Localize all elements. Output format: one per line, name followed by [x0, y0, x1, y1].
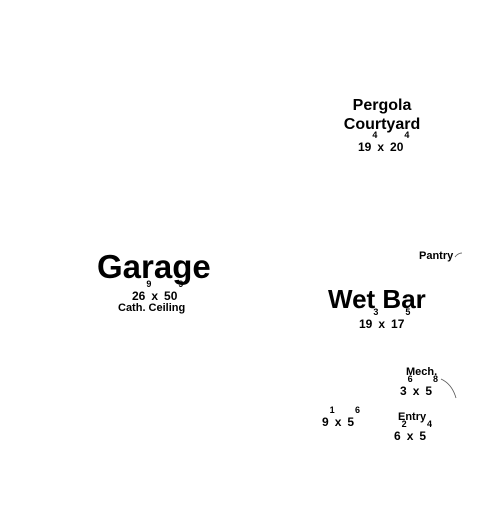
entry-length-fraction: 4 [427, 419, 433, 429]
unnamed-room-separator: x [334, 415, 342, 429]
entry-width: 6 [394, 429, 401, 443]
room-label-wet-bar: Wet Bar [328, 284, 426, 314]
mech-separator: x [412, 384, 420, 398]
room-label-pergola: Pergola Courtyard [330, 98, 434, 133]
entry-width-fraction: 2 [401, 419, 407, 429]
pantry-door-arc [454, 252, 463, 258]
mech-door-arc [440, 378, 457, 399]
room-label-entry: Entry [398, 411, 427, 423]
garage-note: Cath. Ceiling [118, 302, 186, 314]
garage-width: 26 [132, 289, 146, 303]
mech-length: 5 [425, 384, 433, 398]
unnamed-room-width-fraction: 1 [329, 405, 335, 415]
wet-bar-separator: x [378, 317, 386, 331]
mech-width-fraction: 6 [407, 374, 413, 384]
wet-bar-length: 17 [391, 317, 405, 331]
wet-bar-width-fraction: 3 [373, 307, 379, 317]
room-label-garage: Garage [97, 248, 211, 285]
mech-width: 3 [400, 384, 407, 398]
pergola-separator: x [377, 140, 385, 154]
unnamed-room-length: 5 [347, 415, 355, 429]
pergola-width-fraction: 4 [372, 130, 378, 140]
wet-bar-width: 19 [359, 317, 373, 331]
mech-length-fraction: 8 [433, 374, 439, 384]
entry-separator: x [406, 429, 414, 443]
garage-length-fraction: 9 [178, 279, 184, 289]
pergola-length: 20 [390, 140, 404, 154]
entry-length: 5 [419, 429, 427, 443]
pergola-width: 19 [358, 140, 372, 154]
pergola-name-line1: Pergola [352, 97, 412, 114]
garage-separator: x [151, 289, 159, 303]
pergola-name-line2: Courtyard [343, 116, 421, 133]
wet-bar-length-fraction: 5 [405, 307, 411, 317]
room-label-pantry: Pantry [419, 250, 454, 262]
room-label-mech: Mech. [406, 366, 438, 378]
unnamed-room-length-fraction: 6 [355, 405, 361, 415]
garage-width-fraction: 9 [146, 279, 152, 289]
pergola-length-fraction: 4 [404, 130, 410, 140]
garage-length: 50 [164, 289, 178, 303]
unnamed-room-width: 9 [322, 415, 329, 429]
